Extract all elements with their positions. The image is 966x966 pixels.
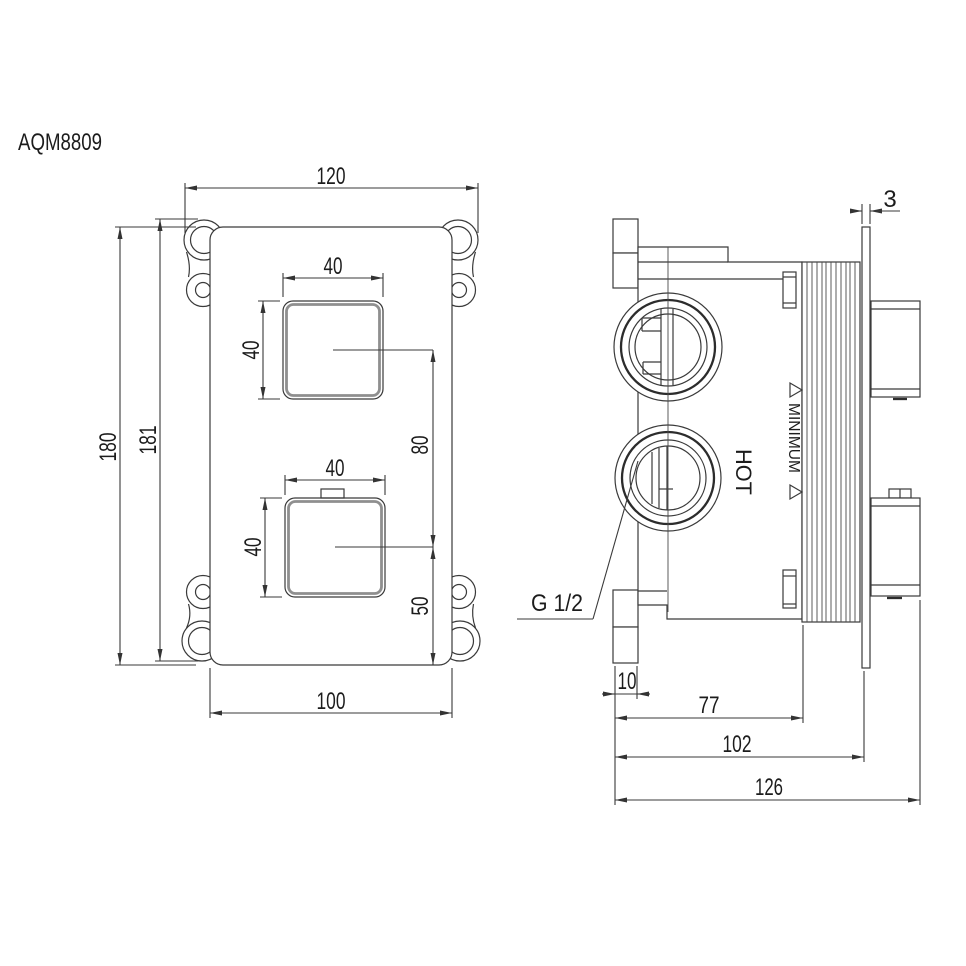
dim-label-handle2-height: 40	[240, 538, 267, 557]
dim-body-depth: 77	[615, 625, 804, 723]
dim-flange-depth: 10	[602, 666, 650, 805]
dim-label-body-depth: 77	[699, 692, 720, 719]
dim-total-depth: 126	[615, 600, 921, 805]
dim-handle2-height: 40	[240, 497, 282, 598]
dim-overall-width: 120	[184, 163, 479, 233]
dim-label-total-depth: 126	[755, 774, 783, 801]
dim-label-handle2-width: 40	[326, 455, 345, 482]
dim-label-handle-bottom-offset: 50	[407, 597, 434, 616]
dim-label-handle1-width: 40	[324, 253, 343, 280]
model-number-label: AQM8809	[18, 129, 102, 156]
dim-wall-depth: 102	[615, 671, 865, 762]
thread-callout: G 1/2	[517, 460, 639, 620]
knob-lower-side	[870, 488, 921, 600]
retaining-clip-lower	[782, 569, 797, 609]
dim-label-flange-depth: 10	[618, 668, 637, 695]
dim-mounting-height: 181	[135, 218, 198, 662]
dim-label-handle-spacing: 80	[407, 436, 434, 455]
retaining-clip-upper	[782, 271, 797, 309]
dim-label-plate-thickness: 3	[883, 186, 896, 213]
dim-label-mounting-height: 181	[135, 426, 162, 455]
mounting-flange	[612, 218, 639, 664]
dim-label-wall-depth: 102	[723, 731, 752, 758]
dim-handle2-width: 40	[284, 455, 386, 495]
dim-plate-thickness: 3	[850, 186, 900, 224]
dim-handle1-width: 40	[282, 253, 384, 297]
threaded-sleeve	[801, 261, 861, 623]
dim-handle1-height: 40	[238, 300, 280, 400]
face-plate	[209, 226, 453, 666]
dim-label-handle1-height: 40	[238, 341, 265, 360]
minimum-label: MINIMUM	[785, 403, 802, 473]
knob-upper-side	[870, 300, 921, 401]
dim-handle-bottom-offset: 50	[407, 547, 436, 665]
minimum-triangle-icon-bottom	[789, 483, 804, 501]
thread-size-label: G 1/2	[531, 590, 583, 617]
dim-handle-spacing: 80	[333, 349, 436, 548]
front-view: 120 40 40 40 40	[95, 163, 481, 718]
dim-label-overall-width: 120	[317, 163, 346, 190]
dim-plate-width: 100	[209, 668, 453, 718]
minimum-triangle-icon-top	[789, 381, 804, 399]
minimum-depth-marking: MINIMUM	[785, 381, 804, 501]
side-view: MINIMUM HOT 3	[517, 186, 921, 805]
dim-overall-height: 180	[95, 226, 196, 666]
dim-label-overall-height: 180	[95, 433, 122, 462]
wall-plate	[861, 226, 871, 669]
hot-label: HOT	[731, 449, 756, 495]
dim-label-plate-width: 100	[317, 688, 346, 715]
handle-lower-tab	[320, 488, 345, 499]
